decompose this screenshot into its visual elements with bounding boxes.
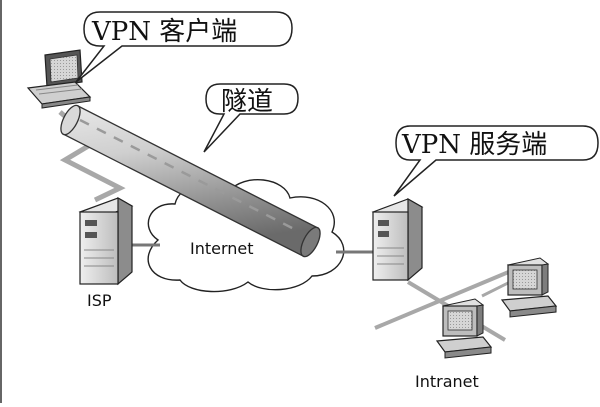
- tunnel-label: 隧道: [221, 87, 273, 117]
- vpn-tunnel: [60, 104, 321, 258]
- laptop-icon: [26, 49, 92, 109]
- intranet-label: Intranet: [415, 372, 479, 391]
- server-tower-icon: [371, 197, 424, 282]
- tunnel-callout: 隧道: [203, 83, 299, 153]
- vpn-server-label: VPN 服务端: [401, 130, 547, 160]
- server-tower-icon: [78, 196, 134, 286]
- vpn-client-callout: VPN 客户端: [75, 11, 293, 83]
- isp-label: ISP: [87, 291, 112, 310]
- vpn-client-label: VPN 客户端: [91, 17, 237, 47]
- desktop-computer-icon: [500, 257, 558, 318]
- vpn-server-callout: VPN 服务端: [393, 125, 599, 197]
- desktop-computer-icon: [435, 298, 493, 359]
- internet-label: Internet: [190, 239, 254, 258]
